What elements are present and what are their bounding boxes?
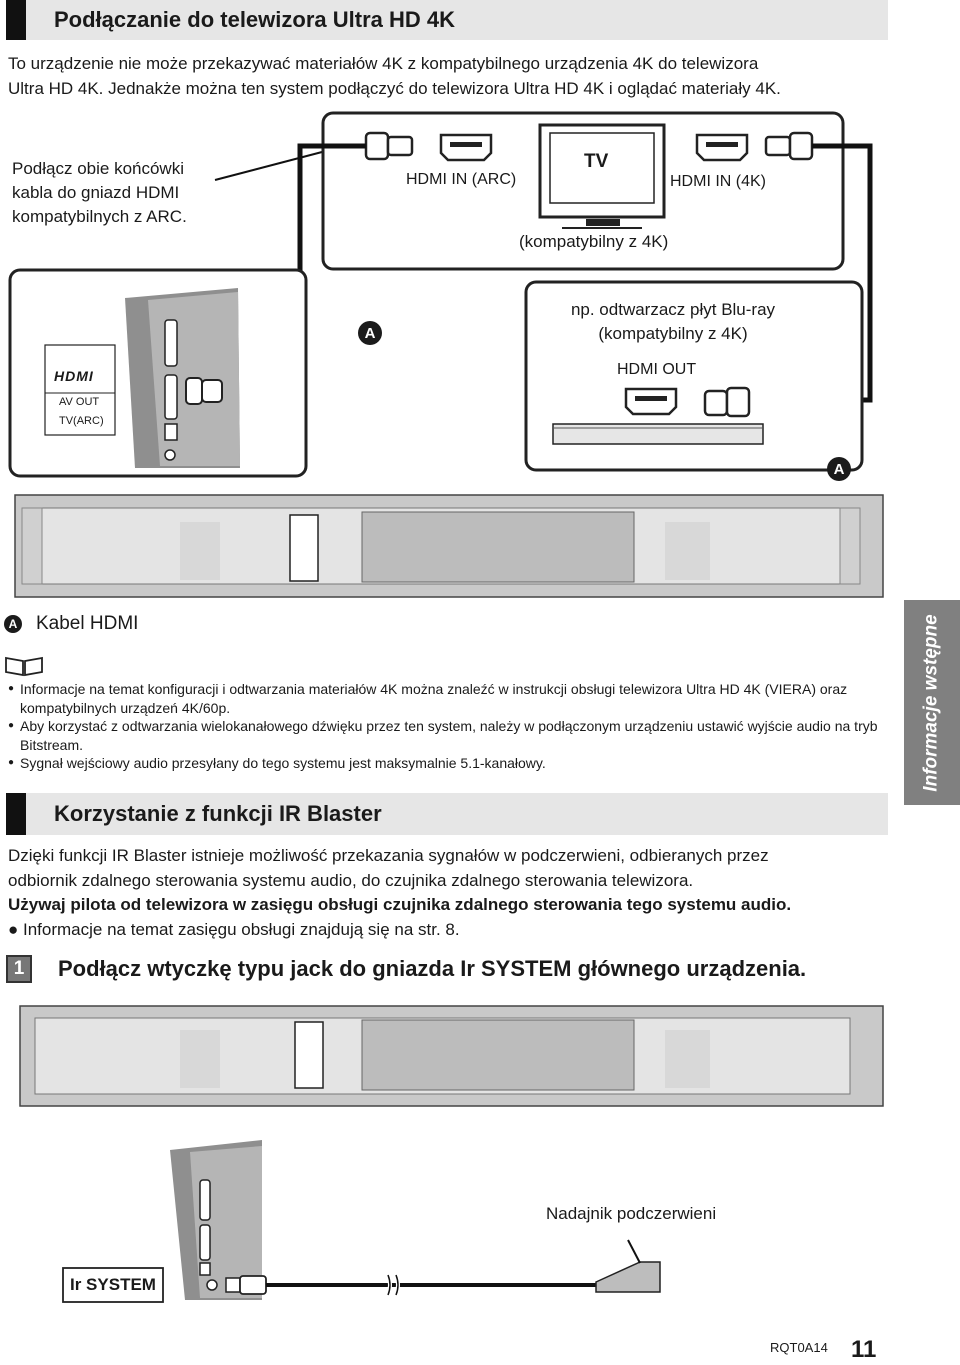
hdmi-port-4k bbox=[695, 133, 749, 162]
tv-label: TV bbox=[584, 151, 609, 172]
ir-bold-line: Używaj pilota od telewizora w zasięgu ob… bbox=[8, 895, 792, 914]
tv-arc-label: TV(ARC) bbox=[59, 415, 104, 427]
emitter-label: Nadajnik podczerwieni bbox=[546, 1204, 717, 1223]
hdmi-logo: HDMI bbox=[54, 368, 94, 384]
section-title: Podłączanie do telewizora Ultra HD 4K bbox=[54, 7, 455, 32]
ir-ref-text: Informacje na temat zasięgu obsługi znaj… bbox=[23, 919, 460, 939]
tv-icon bbox=[538, 123, 666, 229]
callout-line bbox=[214, 151, 323, 181]
bluray-player-icon bbox=[552, 423, 764, 445]
intro-line: Ultra HD 4K. Jednakże można ten system p… bbox=[8, 78, 781, 98]
hdmi-plug-tv-right bbox=[764, 131, 814, 161]
ir-paragraph: Dzięki funkcji IR Blaster istnieje możli… bbox=[8, 844, 791, 942]
cable-marker-a: A bbox=[358, 321, 382, 345]
ir-system-label: Ir SYSTEM bbox=[70, 1275, 156, 1294]
side-tab-label: Informacje wstępne bbox=[921, 613, 943, 792]
ir-line: Dzięki funkcji IR Blaster istnieje możli… bbox=[8, 846, 769, 865]
hdmi-connection-diagram bbox=[8, 111, 884, 598]
legend-text: Kabel HDMI bbox=[36, 613, 139, 634]
intro-paragraph: To urządzenie nie może przekazywać mater… bbox=[8, 52, 781, 101]
note-item: Sygnał wejściowy audio przesyłany do teg… bbox=[8, 754, 888, 773]
instruction-line: kompatybilnych z ARC. bbox=[12, 207, 187, 226]
player-label: np. odtwarzacz płyt Blu-ray (kompatybiln… bbox=[542, 298, 804, 346]
notes-list: Informacje na temat konfiguracji i odtwa… bbox=[8, 680, 888, 773]
note-item: Informacje na temat konfiguracji i odtwa… bbox=[8, 680, 888, 717]
section-header-bar bbox=[6, 0, 26, 40]
ir-blaster-diagram bbox=[19, 1005, 884, 1303]
port-label-plate bbox=[44, 344, 116, 436]
hdmi-port-arc bbox=[439, 133, 493, 162]
tv-hdmi-4k-label: HDMI IN (4K) bbox=[670, 173, 766, 190]
step-text: Podłącz wtyczkę typu jack do gniazda Ir … bbox=[58, 956, 807, 981]
side-tab: Informacje wstępne bbox=[904, 600, 960, 805]
ir-emitter bbox=[595, 1261, 661, 1293]
section-header-4k: Podłączanie do telewizora Ultra HD 4K bbox=[6, 0, 888, 40]
book-icon bbox=[5, 656, 43, 677]
tv-compat-label: (kompatybilny z 4K) bbox=[519, 232, 669, 251]
doc-code: RQT0A14 bbox=[770, 1340, 828, 1355]
hdmi-plug-tv-left bbox=[364, 131, 414, 161]
step-number: 1 bbox=[6, 955, 32, 983]
player-hdmi-out-label: HDMI OUT bbox=[617, 361, 697, 378]
instruction-line: Podłącz obie końcówki bbox=[12, 159, 184, 178]
intro-line: To urządzenie nie może przekazywać mater… bbox=[8, 54, 759, 73]
tv-hdmi-arc-label: HDMI IN (ARC) bbox=[406, 171, 517, 188]
hdmi-plug-player bbox=[703, 386, 751, 418]
soundbar-rear-view-2 bbox=[19, 1005, 884, 1107]
legend-marker: A bbox=[4, 615, 22, 633]
player-label-line: np. odtwarzacz płyt Blu-ray bbox=[570, 300, 776, 319]
soundbar-rear-photo bbox=[125, 288, 240, 468]
page-number: 11 bbox=[851, 1336, 877, 1363]
emitter-callout bbox=[627, 1239, 641, 1264]
section-header-ir-blaster: Korzystanie z funkcji IR Blaster bbox=[6, 793, 888, 835]
soundbar-closeup bbox=[170, 1140, 262, 1300]
hdmi-port-player bbox=[624, 387, 678, 416]
section-header-bar bbox=[6, 793, 26, 835]
jack-plug bbox=[225, 1275, 267, 1295]
instruction-line: kabla do gniazd HDMI bbox=[12, 183, 180, 202]
soundbar-rear-view bbox=[14, 494, 884, 598]
ir-system-label-box bbox=[62, 1267, 164, 1303]
player-label-line: (kompatybilny z 4K) bbox=[598, 324, 748, 343]
av-out-label: AV OUT bbox=[59, 396, 100, 408]
section-title: Korzystanie z funkcji IR Blaster bbox=[54, 801, 382, 826]
player-box bbox=[524, 280, 864, 472]
ir-ref-line: ● Informacje na temat zasięgu obsługi zn… bbox=[8, 919, 460, 939]
note-item: Aby korzystać z odtwarzania wielokanałow… bbox=[8, 717, 888, 754]
ir-line: odbiornik zdalnego sterowania systemu au… bbox=[8, 870, 694, 890]
cable-marker-a: A bbox=[827, 457, 851, 481]
instruction-text: Podłącz obie końcówki kabla do gniazd HD… bbox=[12, 157, 187, 229]
